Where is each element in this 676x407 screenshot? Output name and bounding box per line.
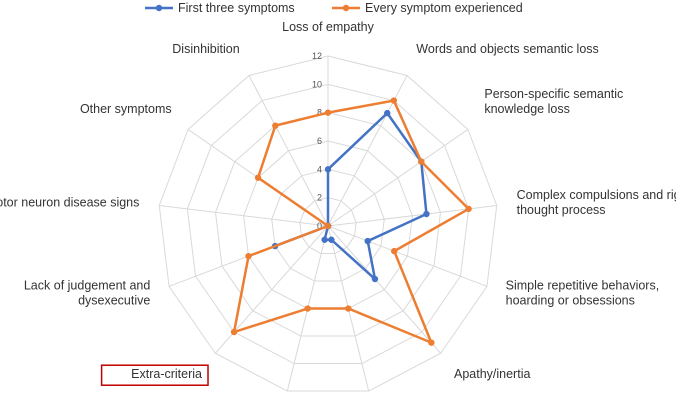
data-point bbox=[384, 109, 391, 117]
data-point bbox=[328, 236, 335, 243]
grid-ring-4 bbox=[271, 168, 385, 282]
legend-item-every-symptom-experienced: Every symptom experienced bbox=[332, 1, 523, 15]
data-point bbox=[418, 158, 425, 165]
category-label-other-symptoms: Other symptoms bbox=[80, 102, 172, 116]
category-label-line: dysexecutive bbox=[78, 293, 150, 307]
category-label-line: Words and objects semantic loss bbox=[416, 42, 598, 56]
series-line bbox=[232, 99, 470, 344]
series-line bbox=[273, 111, 428, 281]
grid-spoke bbox=[327, 129, 469, 227]
legend-label: Every symptom experienced bbox=[365, 1, 523, 15]
category-label-line: knowledge loss bbox=[484, 102, 569, 116]
category-label-line: Simple repetitive behaviors, bbox=[506, 278, 660, 292]
data-point bbox=[371, 275, 379, 283]
grid-spoke bbox=[159, 205, 329, 227]
category-label-simple-repetitive-behaviors-hoarding-or-obsessions: Simple repetitive behaviors,hoarding or … bbox=[506, 278, 660, 307]
tick-label: 2 bbox=[317, 193, 322, 203]
series-group bbox=[230, 97, 472, 346]
grid-spoke bbox=[327, 225, 488, 287]
category-label-apathy-inertia: Apathy/inertia bbox=[454, 367, 530, 381]
radial-tick-labels: 0 2 4 6 8 10 12 bbox=[312, 51, 322, 231]
category-label-extra-criteria: Extra-criteria bbox=[131, 367, 202, 381]
data-point bbox=[465, 205, 472, 213]
category-label-motor-neuron-disease-signs: Motor neuron disease signs bbox=[0, 196, 139, 210]
data-point bbox=[272, 122, 279, 129]
legend: First three symptoms Every symptom experi… bbox=[145, 1, 523, 15]
grid-ring-2 bbox=[299, 197, 357, 255]
highlight-box bbox=[100, 364, 209, 386]
category-label-line: Extra-criteria bbox=[131, 367, 202, 381]
tick-label: 8 bbox=[317, 108, 322, 118]
tick-label: 6 bbox=[317, 136, 322, 146]
data-point bbox=[254, 174, 262, 181]
category-label-line: Other symptoms bbox=[80, 102, 172, 116]
data-point bbox=[304, 305, 311, 312]
data-point bbox=[324, 222, 332, 230]
data-point bbox=[324, 109, 332, 116]
series-every-symptom-experienced bbox=[230, 97, 472, 346]
grid-ring-10 bbox=[186, 83, 470, 365]
category-label-words-and-objects-semantic-loss: Words and objects semantic loss bbox=[416, 42, 598, 56]
legend-swatch-marker bbox=[155, 4, 163, 12]
category-label-line: Motor neuron disease signs bbox=[0, 196, 139, 210]
category-label-loss-of-empathy: Loss of empathy bbox=[282, 20, 374, 34]
category-label-line: Complex compulsions and rigid bbox=[517, 188, 676, 202]
grid-ring-8 bbox=[214, 112, 442, 337]
category-label-line: thought process bbox=[517, 203, 606, 217]
category-label-line: Person-specific semantic bbox=[484, 87, 623, 101]
grid-ring-12 bbox=[158, 55, 498, 392]
data-point bbox=[324, 166, 332, 173]
series-first-three-symptoms bbox=[271, 109, 430, 283]
tick-label: 4 bbox=[317, 164, 322, 174]
data-point bbox=[364, 237, 371, 245]
category-label-line: Disinhibition bbox=[172, 42, 239, 56]
grid-spoke bbox=[248, 75, 329, 227]
tick-label: 12 bbox=[312, 51, 322, 61]
tick-label: 10 bbox=[312, 79, 322, 89]
legend-label: First three symptoms bbox=[178, 1, 295, 15]
legend-item-first-three-symptoms: First three symptoms bbox=[145, 1, 295, 15]
data-point bbox=[428, 339, 435, 346]
data-point bbox=[345, 305, 352, 312]
data-point bbox=[391, 247, 398, 255]
category-label-line: Lack of judgement and bbox=[24, 278, 151, 292]
category-label-disinhibition: Disinhibition bbox=[172, 42, 239, 56]
data-point bbox=[230, 328, 238, 336]
category-label-line: Loss of empathy bbox=[282, 20, 374, 34]
data-point bbox=[245, 252, 252, 260]
category-label-line: Apathy/inertia bbox=[454, 367, 530, 381]
data-point bbox=[423, 210, 430, 218]
data-point bbox=[321, 236, 328, 243]
legend-swatch-marker bbox=[342, 4, 350, 12]
data-point bbox=[390, 97, 398, 104]
category-label-line: hoarding or obsessions bbox=[506, 293, 635, 307]
grid-spoke bbox=[327, 225, 442, 354]
tick-label: 0 bbox=[317, 221, 322, 231]
